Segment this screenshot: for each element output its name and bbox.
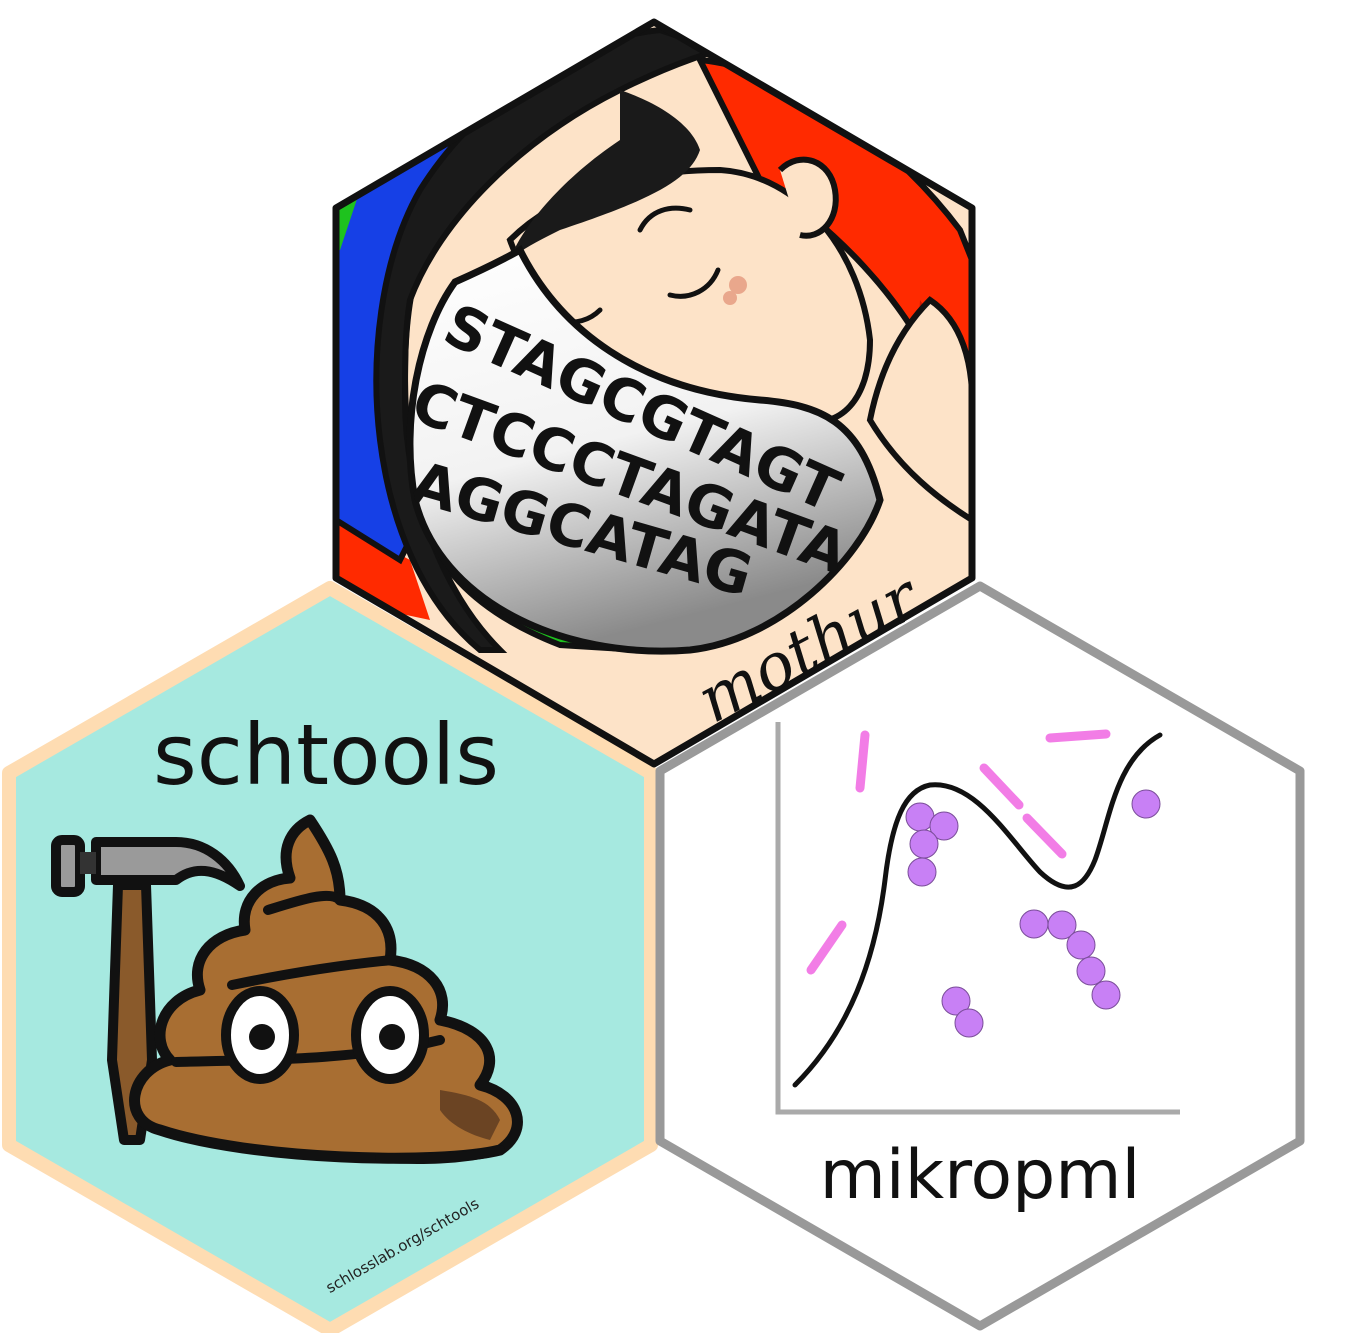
rod-bacteria — [806, 729, 1111, 975]
mikropml-hex — [655, 581, 1305, 1331]
mothur-hex — [332, 18, 976, 768]
plot-axes — [775, 722, 1180, 1115]
schtools-title: schtools — [153, 706, 499, 804]
mikropml-title: mikropml — [820, 1136, 1141, 1215]
plot-curve — [792, 732, 1163, 1088]
closed-eye-icon — [667, 267, 721, 299]
poop-icon — [129, 814, 523, 1165]
hammer-icon — [51, 835, 245, 1145]
mothur-sticker: STAGCGTAGT CTCCCTAGATA AGGCATAG mothur — [332, 18, 976, 768]
schtools-sticker: schtools schlosslab.org/schtools — [2, 581, 658, 1333]
cocci-bacteria — [905, 789, 1161, 1038]
mikropml-sticker: mikropml — [655, 581, 1305, 1331]
